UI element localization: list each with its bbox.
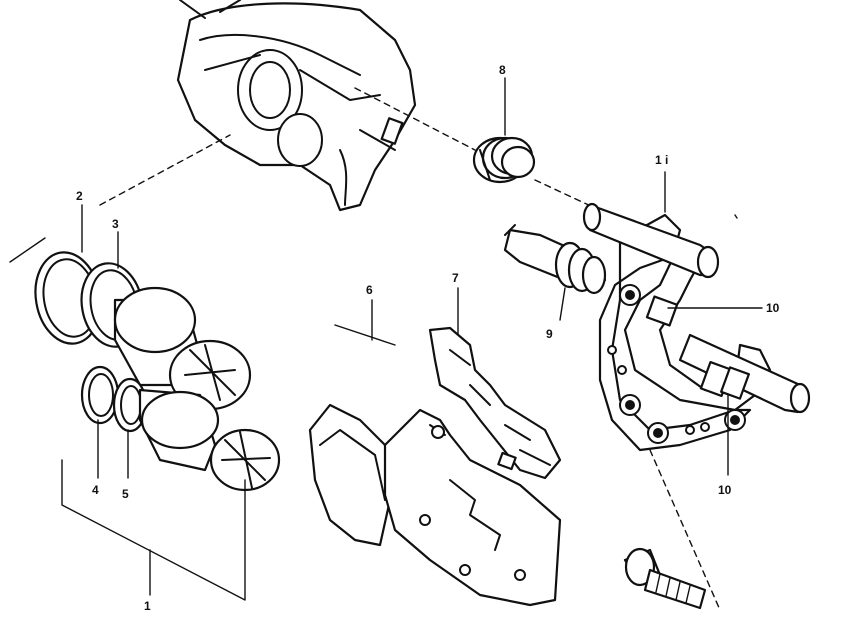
callout-3: 3 bbox=[112, 217, 119, 231]
callout-11: 1 i bbox=[655, 153, 668, 167]
axis-line-bolt bbox=[649, 449, 721, 611]
clip-part-10-upper bbox=[645, 295, 679, 327]
bracket-part-1 bbox=[61, 459, 246, 601]
callout-7: 7 bbox=[452, 271, 459, 285]
callout-4: 4 bbox=[92, 483, 99, 497]
slide-pin-upper bbox=[582, 202, 720, 279]
callout-6: 6 bbox=[366, 283, 373, 297]
leader-9 bbox=[559, 287, 566, 321]
callout-10-upper: 10 bbox=[766, 301, 780, 315]
bolt bbox=[623, 547, 707, 610]
callout-8: 8 bbox=[499, 63, 506, 77]
clip-part-10-lower bbox=[720, 366, 750, 400]
caliper-body bbox=[176, 0, 417, 212]
axis-line-seal bbox=[99, 134, 231, 206]
callout-1: 1 bbox=[144, 599, 151, 613]
anti-rattle-spring-part-7 bbox=[428, 326, 562, 480]
brake-pads-part-6 bbox=[308, 403, 562, 607]
callout-2: 2 bbox=[76, 189, 83, 203]
piston-lower bbox=[138, 388, 281, 492]
callout-5: 5 bbox=[122, 487, 129, 501]
callout-9: 9 bbox=[546, 327, 553, 341]
callout-10-lower: 10 bbox=[718, 483, 732, 497]
axis-line-upper bbox=[354, 87, 476, 151]
guide-pin-part-9 bbox=[503, 224, 607, 295]
boot-part-8 bbox=[472, 136, 536, 184]
